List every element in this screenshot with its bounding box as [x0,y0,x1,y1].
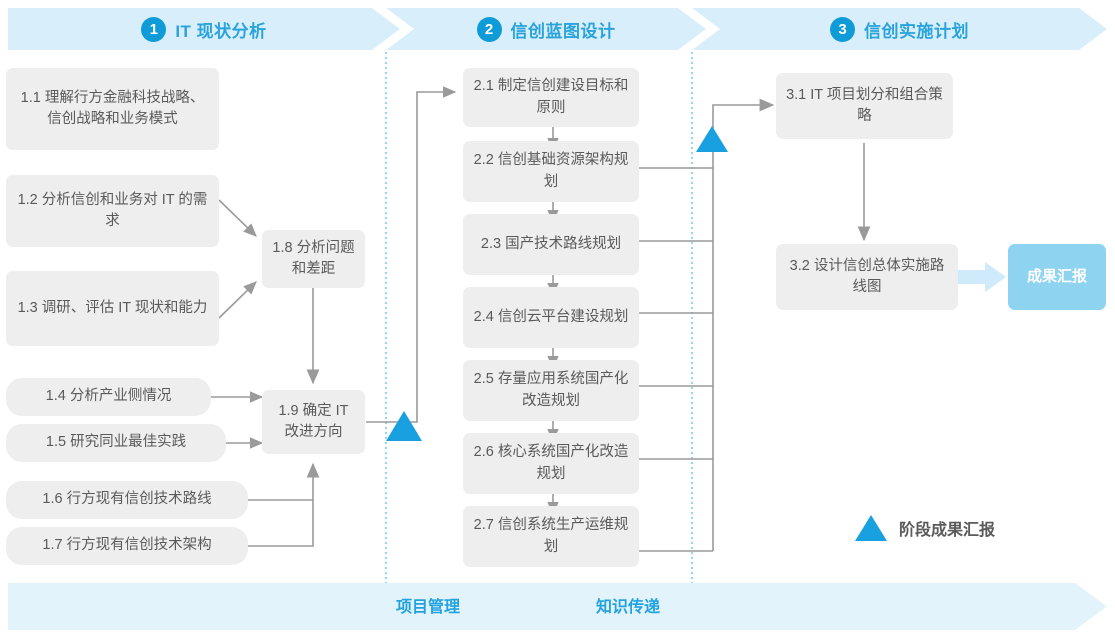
process-box-1-2[interactable]: 1.2 分析信创和业务对 IT 的需求 [6,175,219,247]
phase-number-1: 1 [141,17,166,42]
footer-band [8,583,1107,630]
triangle-milestone-icon [855,515,887,541]
phase-number-3: 3 [830,17,855,42]
process-box-1-1[interactable]: 1.1 理解行方金融科技战略、信创战略和业务模式 [6,68,219,150]
process-box-2-3[interactable]: 2.3 国产技术路线规划 [463,214,639,275]
footer-label-project-management[interactable]: 项目管理 [396,599,461,616]
process-box-1-6[interactable]: 1.6 行方现有信创技术路线 [6,481,248,519]
legend: 阶段成果汇报 [855,515,995,541]
process-box-1-7[interactable]: 1.7 行方现有信创技术架构 [6,527,248,565]
wire-1.3-to-1.8 [218,281,257,319]
legend-label: 阶段成果汇报 [899,522,996,539]
process-box-1-3[interactable]: 1.3 调研、评估 IT 现状和能力 [6,271,219,346]
process-box-2-5[interactable]: 2.5 存量应用系统国产化改造规划 [463,360,639,421]
process-box-3-2[interactable]: 3.2 设计信创总体实施路线图 [776,244,958,310]
footer-label-knowledge-transfer[interactable]: 知识传递 [596,599,661,616]
process-box-3-1[interactable]: 3.1 IT 项目划分和组合策略 [776,73,953,139]
wire-1.2-to-1.8 [218,199,257,237]
process-box-2-4[interactable]: 2.4 信创云平台建设规划 [463,287,639,348]
process-box-1-4[interactable]: 1.4 分析产业侧情况 [6,378,211,416]
wire-1.7-to-1.9 [248,462,320,547]
phase-title-2: 信创蓝图设计 [510,21,616,41]
phase-band-2[interactable]: 2 信创蓝图设计 [386,8,706,50]
phase-band-3[interactable]: 3 信创实施计划 [692,8,1107,50]
phase-title-3: 信创实施计划 [864,21,969,41]
process-box-1-9[interactable]: 1.9 确定 IT 改进方向 [262,390,365,454]
process-box-2-2[interactable]: 2.2 信创基础资源架构规划 [463,141,639,202]
milestone-triangle-phase1 [386,411,422,441]
wire-3.2-to-result [958,262,1006,292]
result-badge[interactable]: 成果汇报 [1008,244,1106,310]
process-box-1-8[interactable]: 1.8 分析问题和差距 [262,230,365,288]
phase-band-1[interactable]: 1 IT 现状分析 [8,8,400,50]
process-box-1-5[interactable]: 1.5 研究同业最佳实践 [6,424,226,462]
phase-title-1: IT 现状分析 [175,21,267,41]
milestone-triangle-phase2 [696,126,728,152]
phase-number-2: 2 [477,17,502,42]
process-box-2-6[interactable]: 2.6 核心系统国产化改造规划 [463,433,639,494]
wire-bus-to-3.1 [712,98,775,551]
wire-1.9-to-2.1 [366,86,457,423]
process-box-2-1[interactable]: 2.1 制定信创建设目标和原则 [463,68,639,127]
process-box-2-7[interactable]: 2.7 信创系统生产运维规划 [463,506,639,567]
